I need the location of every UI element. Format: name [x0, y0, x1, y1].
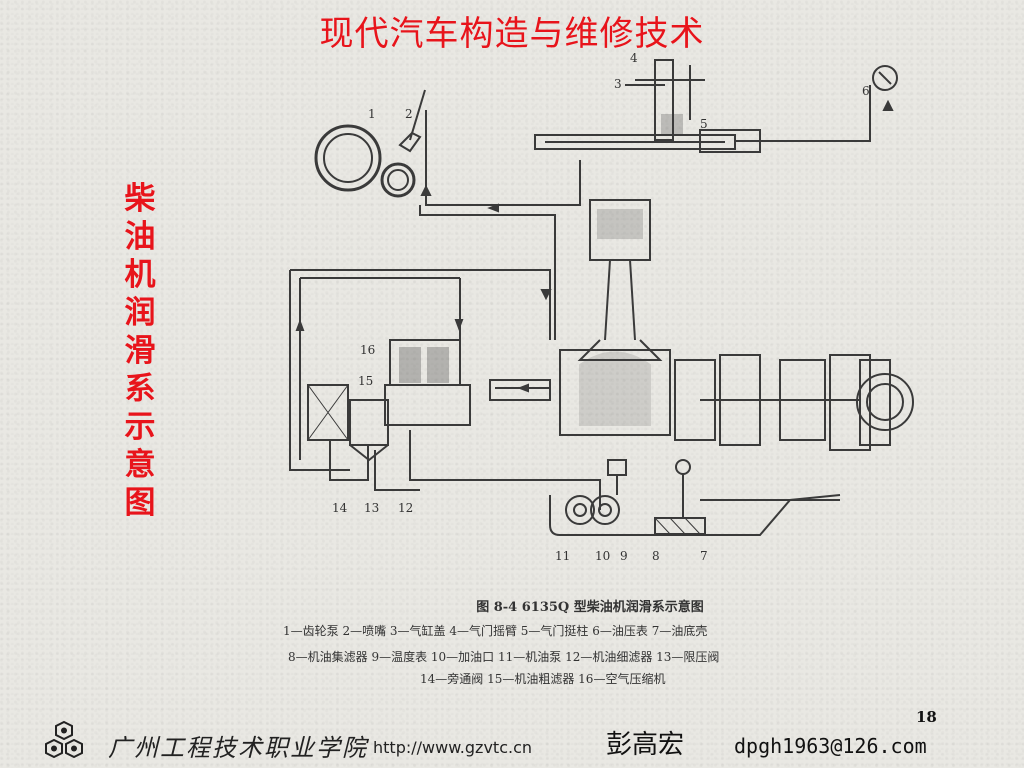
figure-caption: 图 8-4 6135Q 型柴油机润滑系示意图 [476, 600, 704, 615]
callout-7: 7 [700, 549, 708, 563]
vertical-title-char: 润 [124, 295, 156, 331]
school-url[interactable]: http://www.gzvtc.cn [373, 738, 533, 757]
callout-10: 10 [595, 549, 610, 563]
callout-11: 11 [555, 549, 570, 563]
vertical-title: 柴 油 机 润 滑 系 示 意 图 [120, 180, 160, 522]
callout-12: 12 [398, 501, 413, 515]
vertical-title-char: 油 [124, 219, 156, 255]
callout-6: 6 [862, 84, 870, 98]
callout-4: 4 [630, 51, 638, 65]
lubrication-diagram: 1 2 3 4 5 6 7 8 9 10 11 12 13 14 15 16 [289, 51, 914, 563]
callout-13: 13 [364, 501, 379, 515]
figure-legend-line: 1—齿轮泵 2—喷嘴 3—气缸盖 4—气门摇臂 5—气门挺柱 6—油压表 7—油… [283, 624, 708, 638]
school-name: 广州工程技术职业学院 [108, 734, 368, 762]
callout-15: 15 [358, 374, 373, 388]
callout-2: 2 [405, 107, 413, 121]
page-number: 18 [916, 708, 937, 726]
callout-8: 8 [652, 549, 660, 563]
vertical-title-char: 柴 [124, 181, 156, 217]
callout-14: 14 [332, 501, 348, 515]
callout-16: 16 [360, 343, 375, 357]
callout-1: 1 [368, 107, 376, 121]
figure-legend-line: 8—机油集滤器 9—温度表 10—加油口 11—机油泵 12—机油细滤器 13—… [288, 650, 720, 664]
author-email[interactable]: dpgh1963@126.com [734, 734, 927, 758]
hexagon-cluster-logo-icon [45, 720, 83, 759]
vertical-title-char: 机 [124, 257, 156, 293]
figure-legend-line: 14—旁通阀 15—机油粗滤器 16—空气压缩机 [420, 672, 666, 686]
vertical-title-char: 意 [124, 447, 156, 483]
callout-9: 9 [620, 549, 628, 563]
author-name: 彭高宏 [606, 730, 685, 760]
vertical-title-char: 图 [124, 485, 156, 521]
vertical-title-char: 示 [124, 409, 156, 445]
callout-5: 5 [700, 117, 708, 131]
vertical-title-char: 滑 [124, 333, 156, 369]
slide-title: 现代汽车构造与维修技术 [319, 14, 705, 54]
vertical-title-char: 系 [124, 371, 156, 407]
callout-3: 3 [614, 77, 622, 91]
